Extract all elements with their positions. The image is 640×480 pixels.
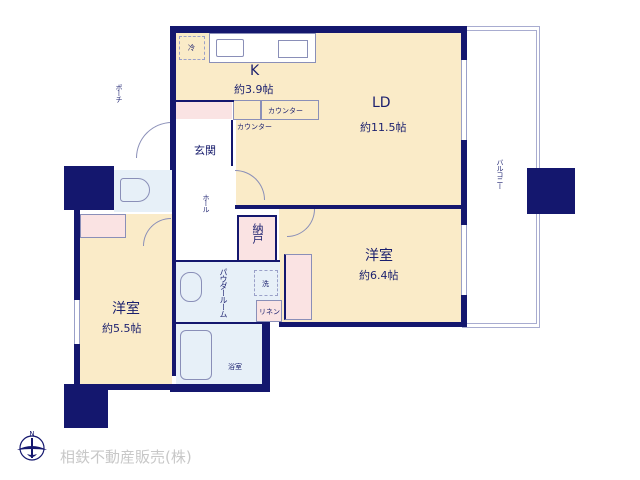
wall-bathroom-bottom [170,384,270,392]
counter-1-label: カウンター [268,107,303,115]
entrance: 玄関 [176,120,233,166]
storage-closet: 納戸 [237,215,277,265]
company-name: 相鉄不動産販売(株) [60,448,192,466]
sink-icon [278,40,308,58]
bottom-column [64,384,108,428]
wall-mid [235,205,467,209]
entrance-label: 玄関 [194,144,216,157]
compass: N [14,428,50,464]
entry-door-swing [136,122,172,158]
linen-closet: リネン [256,300,282,322]
bathtub-icon [180,330,212,380]
closet-label: 納戸 [251,223,264,243]
compass-icon: N [17,430,47,461]
wall-entrance-top [176,100,234,102]
wall-toilet-right [172,166,176,376]
counter-2-block [233,100,261,120]
kitchen: 冷 K 約3.9帖 [176,33,316,101]
bathroom-label: 浴室 [228,363,242,371]
western-room-2: 洋室 約5.5帖 [80,238,172,384]
western-room-2-size: 約5.5帖 [102,322,142,335]
kitchen-name: K [250,63,260,79]
wall-right [461,26,467,326]
counter-2-label: カウンター [237,123,272,131]
wall-entrance-left [170,100,176,170]
hall: ホール [176,166,235,260]
western-room-1-size: 約6.4帖 [359,269,399,282]
hall-label: ホール [202,194,210,212]
powder-room-label: パウダールーム [219,268,228,317]
fridge-space: 冷 [179,36,205,60]
toilet-icon [120,178,150,202]
western-room-2-window [74,300,80,344]
stove-icon [216,39,244,57]
washbasin-icon [180,272,202,302]
western-room-2-closet [80,214,126,238]
porch-label: ポーチ [115,84,123,102]
bathroom: 浴室 [176,322,262,384]
balcony-column [527,168,575,214]
ld-size: 約11.5帖 [360,121,407,134]
balcony-label: バルコニー [496,159,504,189]
wall-bathroom-right [262,322,270,392]
svg-text:N: N [29,430,34,438]
linen-label: リネン [259,308,280,316]
western-room-1-closet [284,254,312,320]
western-room-2-name: 洋室 [112,301,140,317]
laundry-space: 洗 [254,270,278,296]
wall-top [170,26,466,33]
kitchen-size: 約3.9帖 [234,83,274,96]
ld-window [461,60,467,140]
kitchen-counter-sink [209,33,316,63]
western-room-1-name: 洋室 [365,248,393,264]
laundry-label: 洗 [262,280,269,288]
western-room-1-window [461,225,467,295]
wall-bottom-room1 [279,322,467,327]
fridge-label: 冷 [188,44,195,52]
wall-left-kitchen [170,26,176,166]
wall-room2-bottom [74,384,174,390]
ld-name: LD [372,95,391,111]
shoe-cabinet [176,101,232,119]
toilet-column [64,166,114,210]
toilet [114,170,174,212]
living-dining: LD 約11.5帖 [316,33,461,205]
counter-1: カウンター [261,100,319,120]
